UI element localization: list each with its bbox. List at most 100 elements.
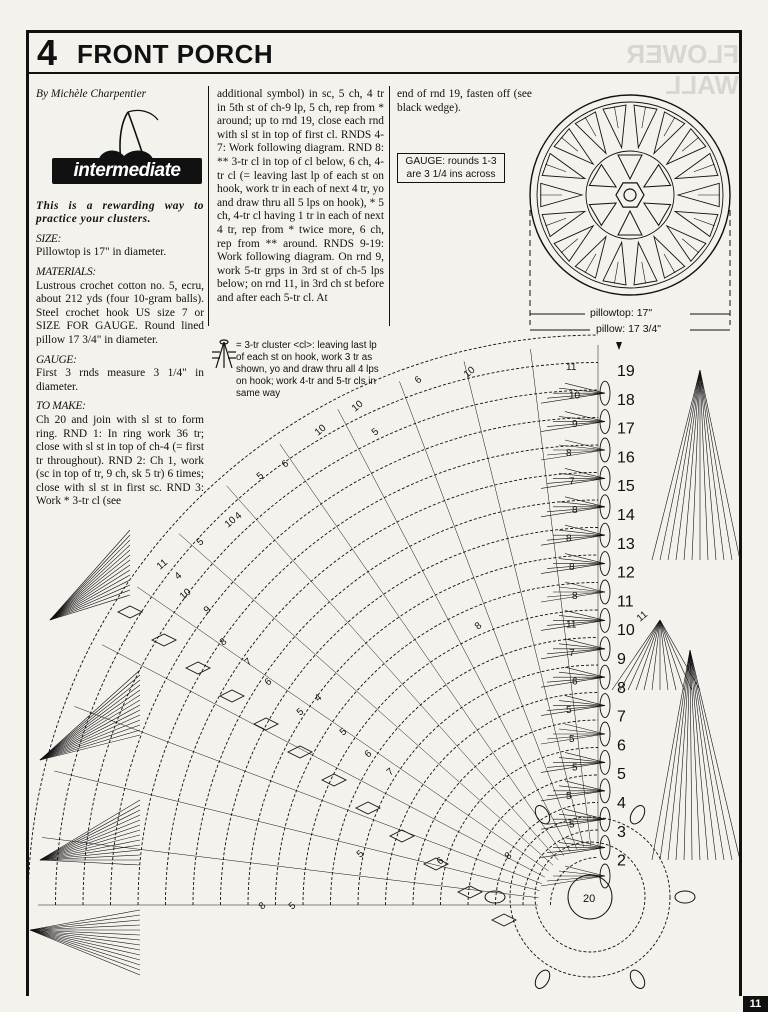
left-fan-stitch (39, 814, 141, 861)
stitch-count-label: 8 (566, 534, 572, 545)
arc-count-label: 6 (435, 855, 447, 867)
fan-stitch (546, 591, 606, 598)
round-arc (192, 499, 599, 906)
stitch-count-label: 6 (572, 677, 578, 688)
right-fan-stitch (667, 369, 701, 561)
round-arc (302, 609, 599, 906)
arc-count-label: 5 (338, 726, 350, 738)
center-ring-round2 (534, 841, 646, 953)
gauge-callout: GAUGE: rounds 1-3 are 3 1/4 ins across (397, 153, 505, 183)
round-number-label: 5 (617, 766, 626, 783)
fan-stitch (558, 842, 606, 848)
left-fan-stitch (29, 914, 141, 931)
fan-stitch (558, 643, 606, 650)
to-make-text: Ch 20 and join with sl st to form ring. … (36, 413, 204, 508)
tagline: This is a rewarding way to practice your… (36, 199, 204, 226)
fan-stitch (564, 638, 606, 650)
start-arrow-icon (616, 342, 622, 350)
fan-stitch (564, 524, 606, 536)
fan-stitch (558, 558, 606, 564)
fan-stitch (540, 847, 606, 858)
size-heading: SIZE: (36, 232, 62, 245)
page-number: 11 (743, 996, 768, 1012)
arc-count-label: 5 (370, 426, 382, 438)
fan-stitch (558, 444, 606, 451)
fan-stitch (564, 439, 606, 451)
center-ring (567, 874, 613, 920)
fan-stitch (546, 818, 606, 825)
round-arc (275, 582, 599, 906)
round-arc (495, 802, 598, 905)
round-number-label: 17 (617, 421, 635, 438)
arc-count-label: 9 (202, 604, 214, 616)
skill-level-graphic: intermediate (36, 106, 204, 194)
round-number-label: 12 (617, 565, 635, 582)
diamond-cluster (184, 661, 212, 675)
fan-stitch (546, 506, 606, 513)
center-petal-cluster (484, 890, 506, 904)
pillow-size-label: pillow: 17 3/4" (596, 323, 662, 335)
diamond-cluster (388, 829, 416, 843)
fan-stitch (564, 468, 606, 479)
left-fan-stitch (49, 584, 131, 621)
stitch-count-label: 9 (572, 419, 578, 430)
fan-stitch (540, 478, 606, 489)
right-fan-stitch (675, 649, 691, 861)
left-fan-stitch (39, 714, 141, 761)
center-ring-round3 (509, 816, 671, 978)
fan-stitch (546, 875, 606, 882)
column-instructions-1: By Michèle Charpentier intermediate This… (36, 88, 204, 509)
diamond-cluster (422, 857, 450, 871)
rounds-text: additional symbol) in sc, 5 ch, 4 tr in … (217, 88, 384, 304)
fan-stitch (558, 501, 606, 508)
left-fan-stitch (39, 674, 141, 761)
round-arc (467, 774, 598, 905)
stitch-count-label: 8 (566, 448, 572, 459)
radial-spoke (74, 706, 542, 884)
left-fan-stitch (39, 819, 141, 861)
left-fan-stitch (39, 734, 141, 761)
materials-heading: MATERIALS: (36, 265, 96, 278)
right-fan-stitch (659, 619, 685, 691)
left-fan-stitch (39, 719, 141, 761)
center-petal-cluster (629, 969, 646, 989)
fan-stitch (540, 392, 606, 404)
right-fan-stitch (675, 369, 701, 561)
diamond-cluster (286, 745, 314, 759)
stitch-count-label: 5 (566, 705, 572, 716)
round-number-label: 19 (617, 363, 635, 380)
left-fan-stitch (39, 844, 141, 861)
round-number-label: 3 (617, 824, 626, 841)
left-fan-stitch (29, 929, 141, 976)
right-fan-stitch (683, 649, 691, 861)
fan-stitch (564, 610, 606, 621)
arc-count-label: 11 (155, 557, 170, 572)
right-fan-stitch (659, 619, 669, 691)
fan-stitch (546, 620, 606, 626)
fan-stitch (546, 733, 606, 740)
fan-stitch (540, 563, 606, 574)
fan-stitch (540, 591, 606, 603)
fan-stitch (540, 762, 606, 773)
column-instructions-2: additional symbol) in sc, 5 ch, 4 tr in … (217, 88, 384, 306)
right-fan-stitch (659, 369, 701, 561)
fan-stitch (540, 506, 606, 518)
left-fan-stitch (49, 559, 131, 621)
fan-stitch (564, 752, 606, 763)
arc-count-label: 7 (385, 766, 397, 778)
round-arc (82, 389, 599, 906)
left-fan-stitch (39, 829, 141, 861)
stitch-count-label: 5 (569, 820, 575, 831)
arc-count-label: 10 (350, 398, 366, 414)
round-arc (330, 637, 599, 906)
round-number-label: 15 (617, 478, 635, 495)
stitch-count-label: 10 (569, 391, 581, 402)
fan-stitch (546, 534, 606, 541)
left-fan-stitch (39, 809, 141, 861)
stitch-count-label: 7 (569, 476, 575, 487)
fan-stitch (564, 865, 606, 877)
left-fan-stitch (29, 929, 141, 946)
right-fan-stitch (667, 649, 691, 861)
page-header: 4 FRONT PORCH FLOWER WALL (26, 30, 742, 100)
fan-stitch (546, 449, 606, 456)
